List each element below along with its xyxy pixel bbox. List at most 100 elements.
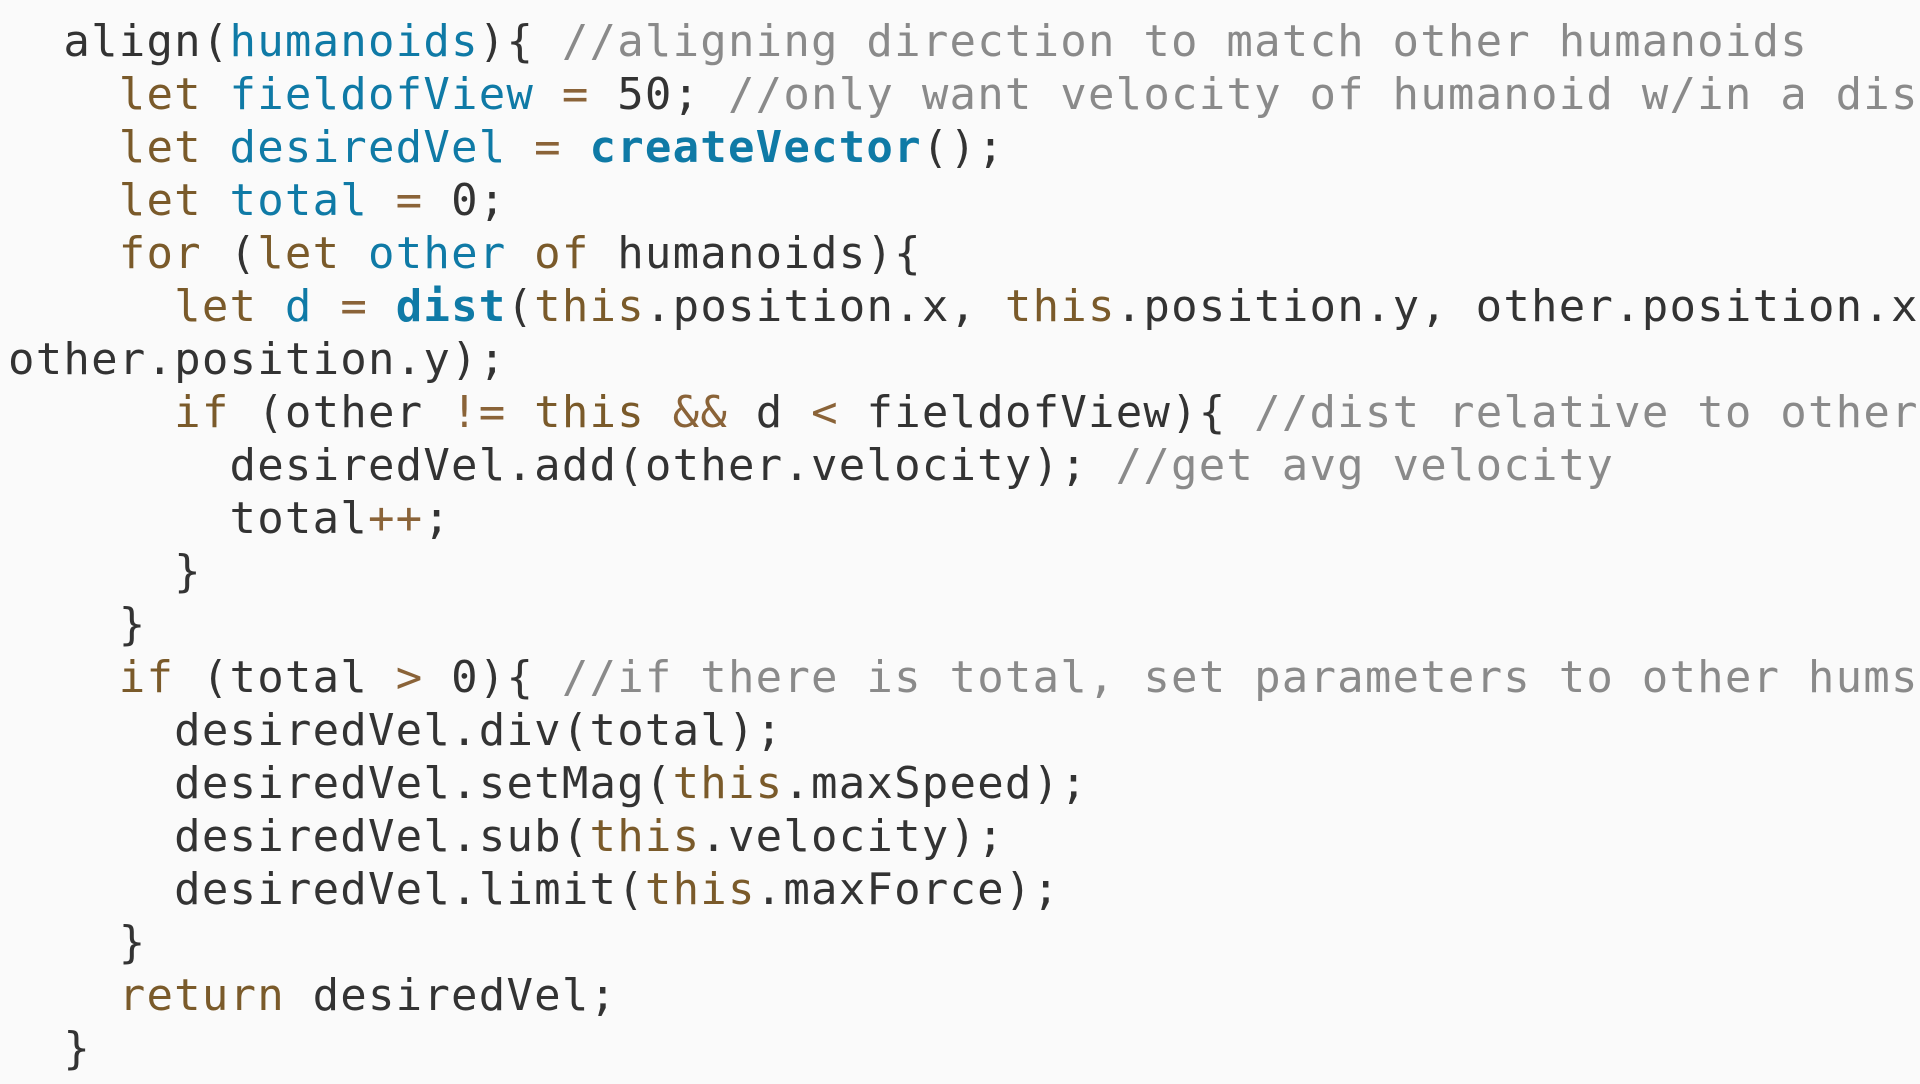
- code-indent: [8, 811, 174, 862]
- code-line[interactable]: desiredVel.setMag(this.maxSpeed);: [8, 757, 1920, 810]
- code-indent: [8, 122, 119, 173]
- code-token: if: [174, 387, 258, 438]
- code-token: this: [534, 387, 645, 438]
- code-line[interactable]: let desiredVel = createVector();: [8, 121, 1920, 174]
- code-token: }: [63, 1023, 92, 1074]
- code-token: if: [118, 652, 202, 703]
- code-token: }: [118, 599, 147, 650]
- code-token: other.position.y);: [8, 334, 507, 385]
- code-token: align(: [63, 16, 230, 67]
- code-line[interactable]: if (other != this && d < fieldofView){ /…: [8, 386, 1920, 439]
- code-token: ;: [672, 69, 728, 120]
- code-token: .position.x,: [644, 281, 1005, 332]
- code-token: //aligning direction to match other huma…: [561, 16, 1808, 67]
- code-indent: [8, 228, 119, 279]
- code-indent: [8, 705, 174, 756]
- code-token: 50: [617, 69, 673, 120]
- code-line[interactable]: desiredVel.limit(this.maxForce);: [8, 863, 1920, 916]
- code-token: 0: [451, 175, 479, 226]
- code-line[interactable]: desiredVel.sub(this.velocity);: [8, 810, 1920, 863]
- code-token: let: [118, 175, 230, 226]
- code-token: this: [672, 758, 784, 809]
- code-token: d: [284, 281, 313, 332]
- code-token: let: [174, 281, 285, 332]
- code-indent: [8, 387, 174, 438]
- code-block[interactable]: align( humanoids){ //aligning direction t…: [8, 15, 1920, 1075]
- code-token: fieldofView){: [838, 387, 1255, 438]
- code-token: desiredVel.div(total);: [174, 705, 784, 756]
- code-line[interactable]: desiredVel.div(total);: [8, 704, 1920, 757]
- code-line[interactable]: }: [8, 598, 1920, 651]
- code-token: .maxForce);: [755, 864, 1061, 915]
- code-token: other: [368, 228, 507, 279]
- code-token: createVector: [589, 122, 922, 173]
- code-token: of: [506, 228, 618, 279]
- code-indent: [8, 652, 119, 703]
- code-token: .position.y, other.position.x,: [1115, 281, 1920, 332]
- code-token: =: [312, 281, 396, 332]
- code-indent: [8, 175, 119, 226]
- code-line[interactable]: }: [8, 1022, 1920, 1075]
- code-token: &&: [672, 387, 729, 438]
- code-token: let: [118, 122, 230, 173]
- code-line[interactable]: let total = 0;: [8, 174, 1920, 227]
- code-line[interactable]: desiredVel.add(other.velocity); //get av…: [8, 439, 1920, 492]
- code-indent: [8, 493, 230, 544]
- code-token: this: [589, 811, 701, 862]
- code-indent: [8, 970, 119, 1021]
- code-indent: [8, 864, 174, 915]
- code-line[interactable]: other.position.y);: [8, 333, 1920, 386]
- code-token: //only want velocity of humanoid w/in a …: [727, 69, 1920, 120]
- code-line[interactable]: }: [8, 916, 1920, 969]
- code-token: fieldofView: [229, 69, 535, 120]
- code-indent: [8, 758, 174, 809]
- code-indent: [8, 599, 119, 650]
- code-token: let: [118, 69, 230, 120]
- code-token: >: [395, 652, 424, 703]
- code-token: [506, 387, 534, 438]
- code-token: !=: [451, 387, 507, 438]
- code-line[interactable]: for (let other of humanoids){: [8, 227, 1920, 280]
- code-token: ;: [478, 175, 507, 226]
- code-token: //dist relative to others: [1254, 387, 1920, 438]
- code-token: humanoids){: [617, 228, 922, 279]
- code-token: [645, 387, 673, 438]
- code-line[interactable]: let fieldofView = 50; //only want veloci…: [8, 68, 1920, 121]
- code-token: (: [506, 281, 535, 332]
- code-line[interactable]: total++;: [8, 492, 1920, 545]
- code-indent: [8, 1023, 63, 1074]
- code-token: <: [811, 387, 839, 438]
- code-token: =: [506, 122, 590, 173]
- code-token: //if there is total, set parameters to o…: [561, 652, 1919, 703]
- code-token: (other: [257, 387, 452, 438]
- code-token: (total: [201, 652, 396, 703]
- code-token: desiredVel.sub(: [174, 811, 590, 862]
- code-token: desiredVel.setMag(: [174, 758, 673, 809]
- code-token: this: [644, 864, 756, 915]
- code-indent: [8, 546, 174, 597]
- code-token: desiredVel.limit(: [174, 864, 645, 915]
- code-line[interactable]: return desiredVel;: [8, 969, 1920, 1022]
- code-token: total: [229, 493, 368, 544]
- code-token: (: [229, 228, 258, 279]
- code-token: desiredVel;: [312, 970, 618, 1021]
- code-token: ){: [478, 16, 562, 67]
- code-line[interactable]: let d = dist(this.position.x, this.posit…: [8, 280, 1920, 333]
- code-token: .velocity);: [700, 811, 1005, 862]
- code-token: dist: [395, 281, 507, 332]
- code-line[interactable]: if (total > 0){ //if there is total, set…: [8, 651, 1920, 704]
- code-token: }: [174, 546, 202, 597]
- code-indent: [8, 69, 119, 120]
- code-indent: [8, 440, 230, 491]
- code-token: }: [118, 917, 147, 968]
- code-token: total: [229, 175, 368, 226]
- code-line[interactable]: align(humanoids){ //aligning direction t…: [8, 15, 1920, 68]
- code-token: for: [118, 228, 230, 279]
- code-line[interactable]: }: [8, 545, 1920, 598]
- code-token: =: [534, 69, 618, 120]
- code-indent: [8, 917, 119, 968]
- code-token: this: [1004, 281, 1116, 332]
- code-token: this: [534, 281, 645, 332]
- code-token: //get avg velocity: [1115, 440, 1615, 491]
